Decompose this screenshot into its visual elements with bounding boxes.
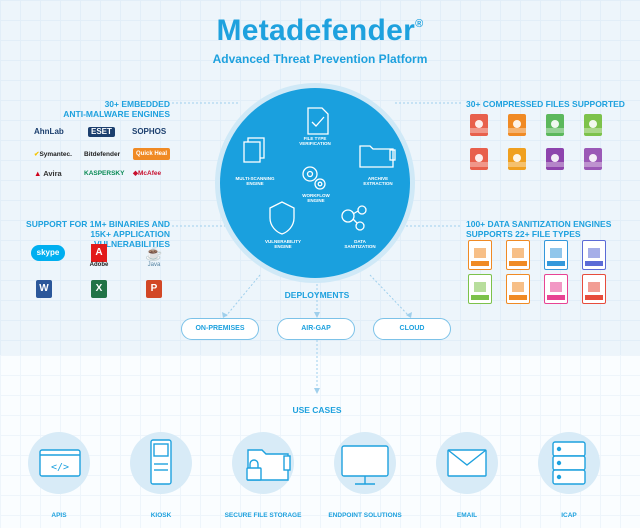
kiosk-icon [150, 439, 172, 485]
file-type-icon [546, 148, 564, 170]
file-type-icon [582, 274, 606, 304]
svg-text:</>: </> [51, 462, 69, 473]
file-type-icon [582, 240, 606, 270]
compressed-file-icons [466, 114, 626, 184]
file-type-icon [468, 240, 492, 270]
sanitization-heading: 100+ DATA SANITIZATION ENGINES SUPPORTS … [466, 219, 612, 239]
use-case-label: EMAIL [456, 512, 478, 519]
page-title: Metadefender® [216, 14, 424, 47]
vulnerability-engine-label: VULNERABILITY ENGINE [265, 239, 301, 249]
code-window-icon: </> [39, 449, 81, 477]
vulnerabilities-heading: SUPPORT FOR 1M+ BINARIES AND 15K+ APPLIC… [26, 219, 170, 249]
core-icons [243, 107, 396, 235]
file-type-icon [468, 274, 492, 304]
file-type-icon [506, 240, 530, 270]
word-logo: W [36, 280, 52, 298]
file-type-icon [584, 148, 602, 170]
vendor-eset: ESET [88, 127, 115, 137]
deployment-cloud: CLOUD [373, 318, 451, 340]
data-sanitization-label: DATA SANITIZATION [344, 239, 376, 249]
java-logo: ☕ Java [145, 245, 163, 268]
use-case-icons: </> [39, 439, 586, 485]
server-icon [552, 441, 586, 485]
file-type-icon [544, 274, 568, 304]
vendor-kaspersky: KASPERSKY [84, 170, 125, 177]
folder-lock-icon [246, 449, 291, 481]
powerpoint-logo: P [146, 280, 162, 298]
engines-heading: 30+ EMBEDDED ANTI-MALWARE ENGINES [63, 99, 170, 119]
use-case-label: KIOSK [150, 512, 172, 519]
vendor-sophos: SOPHOS [132, 127, 167, 136]
use-case-label: ENDPOINT SOLUTIONS [328, 512, 402, 519]
workflow-engine-label: WORKFLOW ENGINE [302, 193, 330, 203]
file-type-icon [470, 148, 488, 170]
vendor-quickheal: Quick Heal [133, 148, 171, 160]
adobe-logo: A Adobe [89, 244, 109, 274]
file-type-icon [546, 114, 564, 136]
use-cases-panel [0, 355, 640, 528]
use-case-label: ICAP [561, 512, 577, 519]
multi-scanning-label: MULTI-SCANNING ENGINE [235, 176, 275, 186]
compressed-heading: 30+ COMPRESSED FILES SUPPORTED [466, 99, 625, 109]
deployments-heading: DEPLOYMENTS [284, 290, 350, 300]
use-case-label: APIS [51, 512, 67, 519]
monitor-icon [341, 445, 389, 485]
skype-logo: skype [31, 245, 65, 261]
sanitization-file-icons [466, 240, 626, 310]
use-case-label: SECURE FILE STORAGE [224, 512, 302, 519]
file-type-icon [584, 114, 602, 136]
vendor-ahnlab: AhnLab [34, 127, 64, 136]
excel-logo: X [91, 280, 107, 298]
archive-extraction-label: ARCHIVE EXTRACTION [363, 176, 393, 186]
file-type-icon [506, 274, 530, 304]
file-type-icon [470, 114, 488, 136]
vendor-mcafee: ◆McAfee [133, 170, 162, 177]
file-type-icon [508, 148, 526, 170]
vendor-avira: ▲ Avira [34, 169, 62, 178]
envelope-icon [447, 449, 487, 477]
file-type-verification-label: FILE TYPE VERIFICATION [299, 136, 331, 146]
deployment-on-premises: ON-PREMISES [181, 318, 259, 340]
vendor-symantec: ✔Symantec. [34, 151, 72, 158]
deployment-air-gap: AIR-GAP [277, 318, 355, 340]
vendor-bitdefender: Bitdefender [84, 151, 121, 158]
file-type-icon [544, 240, 568, 270]
page-subtitle: Advanced Threat Prevention Platform [212, 52, 428, 66]
use-cases-heading: USE CASES [292, 405, 342, 415]
file-type-icon [508, 114, 526, 136]
